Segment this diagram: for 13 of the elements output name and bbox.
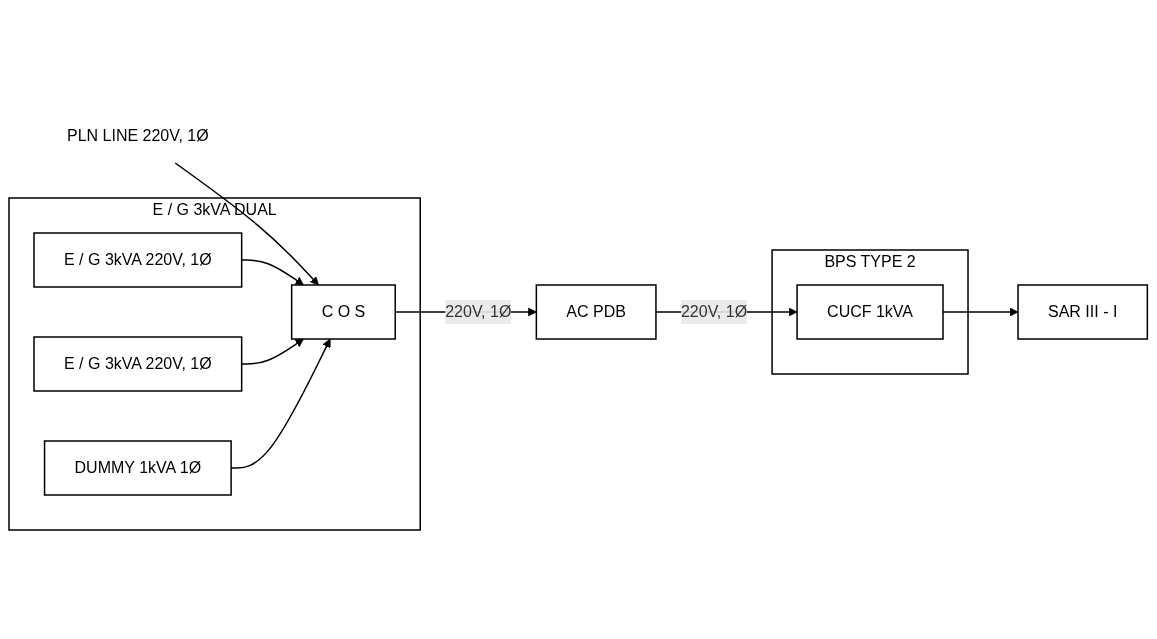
node-box: AC PDB <box>535 284 657 340</box>
node-box: E / G 3kVA 220V, 1Ø <box>33 336 243 392</box>
node-box: SAR III - I <box>1017 284 1149 340</box>
node-box: C O S <box>291 284 397 340</box>
node-box: DUMMY 1kVA 1Ø <box>44 440 233 496</box>
arrow <box>174 162 320 286</box>
node-box: E / G 3kVA 220V, 1Ø <box>33 232 243 288</box>
edge-label: 220V, 1Ø <box>445 303 512 320</box>
node-box: CUCF 1kVA <box>796 284 945 340</box>
arrow <box>241 259 305 286</box>
arrow <box>241 338 305 365</box>
node-text: PLN LINE 220V, 1Ø <box>67 127 209 144</box>
edge-label: 220V, 1Ø <box>681 303 748 320</box>
